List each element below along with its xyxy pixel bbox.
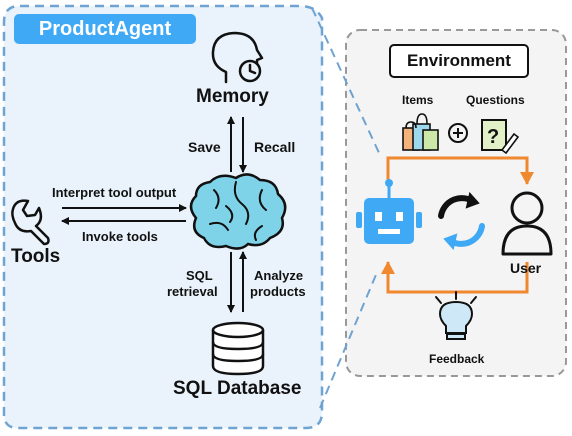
user-label: User <box>510 260 542 276</box>
sql-retrieval-label-line1: SQL <box>186 268 213 283</box>
recall-label: Recall <box>254 139 296 155</box>
analyze-label-line1: Analyze <box>254 268 304 283</box>
questions-label: Questions <box>466 93 525 107</box>
environment-title: Environment <box>389 44 529 78</box>
svg-text:?: ? <box>487 126 499 148</box>
query-arrow <box>386 156 534 185</box>
product-agent-title: ProductAgent <box>14 14 196 44</box>
interpret-label: Interpret tool output <box>52 185 177 200</box>
shopping-bags-icon <box>402 113 439 151</box>
robot-icon <box>356 179 422 244</box>
feedback-label: Feedback <box>429 352 485 366</box>
memory-head-icon <box>211 31 264 84</box>
user-icon <box>501 191 553 256</box>
items-label: Items <box>402 93 434 107</box>
analyze-label-line2: products <box>250 284 306 299</box>
save-label: Save <box>188 139 221 155</box>
lightbulb-icon <box>435 291 477 340</box>
feedback-arrow <box>381 261 529 294</box>
environment-panel <box>345 29 567 377</box>
zoom-line-top <box>311 7 381 156</box>
plus-icon <box>448 123 468 143</box>
question-card-icon: ? <box>481 119 520 155</box>
memory-label: Memory <box>196 86 269 107</box>
brain-icon <box>189 173 287 250</box>
sql-retrieval-label-line2: retrieval <box>167 284 218 299</box>
tools-label: Tools <box>11 246 61 267</box>
invoke-label: Invoke tools <box>82 229 158 244</box>
wrench-icon <box>11 199 50 246</box>
cycle-icon <box>438 191 485 251</box>
database-icon <box>211 321 265 376</box>
zoom-line-bottom <box>319 269 379 409</box>
database-label: SQL Database <box>173 378 302 399</box>
